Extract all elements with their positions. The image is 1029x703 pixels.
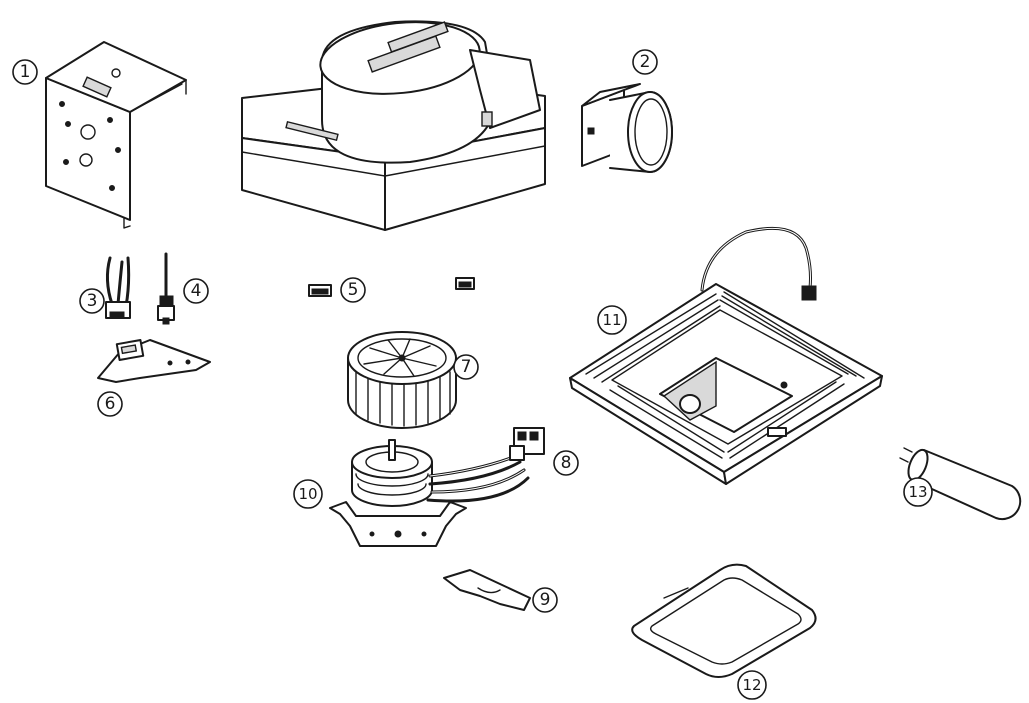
- callout-label: 9: [540, 590, 551, 610]
- callout-2: 2: [632, 49, 658, 75]
- callout-label: 7: [461, 357, 472, 377]
- callout-label: 13: [908, 483, 927, 501]
- callout-label: 6: [105, 394, 116, 414]
- part-clips: [308, 277, 475, 297]
- callout-label: 11: [602, 311, 621, 329]
- callout-label: 1: [20, 62, 31, 82]
- callout-12: 12: [737, 670, 767, 700]
- callout-6: 6: [97, 391, 123, 417]
- part-fan-housing: [241, 20, 546, 231]
- part-motor: [329, 439, 467, 547]
- callout-3: 3: [79, 288, 105, 314]
- callout-8: 8: [553, 450, 579, 476]
- part-duct-connector: [581, 83, 673, 173]
- callout-10: 10: [293, 479, 323, 509]
- callout-label: 4: [191, 281, 202, 301]
- part-lens-frame: [631, 563, 817, 678]
- part-plug-lead: [157, 252, 175, 325]
- callout-1: 1: [12, 59, 38, 85]
- callout-label: 12: [742, 676, 761, 694]
- callout-5: 5: [340, 277, 366, 303]
- part-lamp: [899, 447, 1022, 521]
- part-receptacle-plate: [97, 339, 211, 383]
- callout-label: 10: [298, 485, 317, 503]
- callout-label: 5: [348, 280, 359, 300]
- callout-7: 7: [453, 354, 479, 380]
- part-grille-assembly: [569, 226, 883, 485]
- callout-4: 4: [183, 278, 209, 304]
- part-motor-plate: [443, 569, 531, 611]
- callout-label: 3: [87, 291, 98, 311]
- part-motor-connector: [426, 427, 545, 503]
- part-mounting-bracket: [45, 41, 187, 229]
- callout-9: 9: [532, 587, 558, 613]
- callout-label: 8: [561, 453, 572, 473]
- callout-label: 2: [640, 52, 651, 72]
- part-wire-harness: [105, 256, 131, 319]
- part-blower-wheel: [347, 331, 457, 429]
- callout-13: 13: [903, 477, 933, 507]
- callout-11: 11: [597, 305, 627, 335]
